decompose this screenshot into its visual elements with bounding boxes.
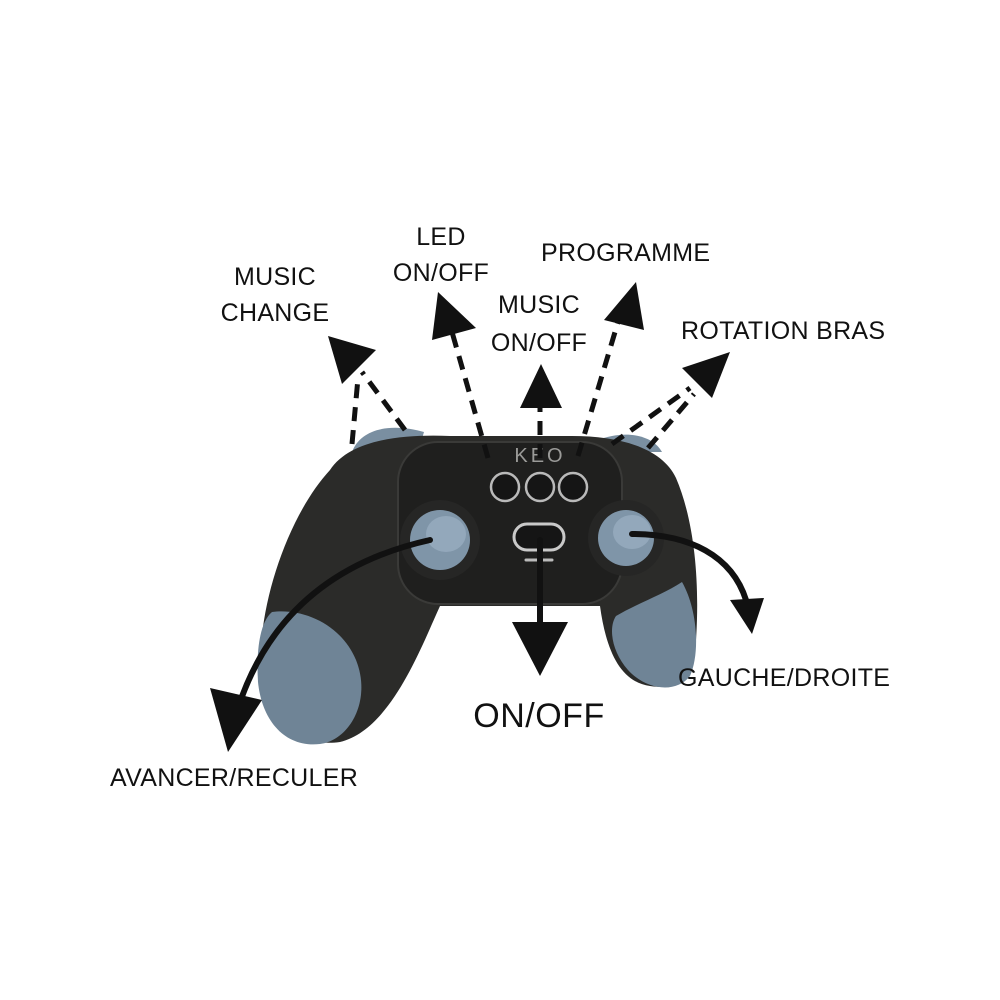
- solid-arrows: [235, 531, 749, 711]
- label-rotation-bras: ROTATION BRAS: [681, 317, 886, 345]
- music-onoff-arrowhead: [520, 364, 562, 408]
- programme-button[interactable]: [557, 471, 589, 503]
- label-gauche-droite: GAUCHE/DROITE: [678, 664, 891, 692]
- label-music-change-line2: CHANGE: [220, 299, 330, 327]
- label-music-change-line1: MUSIC: [233, 263, 317, 291]
- label-programme: PROGRAMME: [541, 239, 711, 267]
- avancer-reculer-arrow-curve: [235, 537, 433, 711]
- avancer-reculer-arrowhead: [210, 688, 262, 752]
- label-music-onoff-line2: ON/OFF: [490, 329, 588, 357]
- gauche-droite-arrow-curve: [629, 531, 749, 603]
- solid-arrow-heads: [210, 598, 764, 752]
- label-led-line2: ON/OFF: [392, 259, 490, 287]
- programme-arrowhead: [604, 282, 644, 330]
- music-change-arrow-line-b: [359, 370, 408, 432]
- left-thumbstick-top: [426, 516, 466, 552]
- dashed-arrow-heads: [328, 282, 730, 408]
- gauche-droite-arrowhead: [730, 598, 764, 634]
- dashed-arrows: [349, 321, 696, 459]
- right-grip: [612, 582, 697, 688]
- music-change-button[interactable]: [489, 471, 521, 503]
- music-change-arrowhead: [328, 336, 376, 384]
- music-onoff-button[interactable]: [524, 471, 556, 503]
- rotation-bras-arrow-line-b: [646, 392, 696, 450]
- left-grip: [257, 611, 362, 745]
- label-avancer-reculer: AVANCER/RECULER: [110, 764, 359, 792]
- led-arrowhead: [432, 292, 476, 340]
- programme-arrow-line: [575, 321, 621, 457]
- rotation-bras-arrow-line-a: [610, 385, 692, 447]
- label-on-off: ON/OFF: [473, 697, 605, 735]
- rotation-bras-arrowhead: [682, 352, 730, 398]
- music-change-arrow-line-a: [349, 377, 361, 445]
- label-led-line1: LED: [416, 223, 466, 251]
- on-off-arrowhead: [512, 622, 568, 676]
- game-controller: KEO: [257, 427, 698, 745]
- label-music-onoff-line1: MUSIC: [497, 291, 581, 319]
